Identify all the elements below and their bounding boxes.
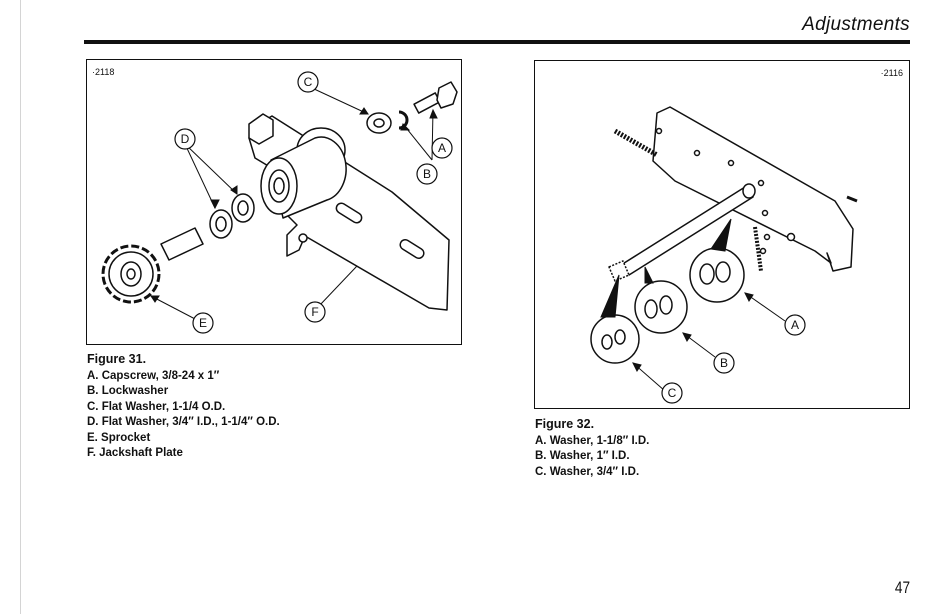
plate-hole [299, 234, 307, 242]
figure-32-drawing: A B C [535, 61, 909, 408]
capscrew-a-head [437, 82, 457, 108]
caption-item: B. Lockwasher [87, 384, 280, 400]
figure-31-drawing: A B C D E F [87, 60, 461, 344]
callout-c: C [304, 75, 313, 89]
callout-e: E [199, 316, 207, 330]
callout-b: B [423, 167, 431, 181]
callout-a: A [438, 141, 446, 155]
figure-32-illustration: ·2116 [534, 60, 910, 409]
caption-item: D. Flat Washer, 3/4″ I.D., 1-1/4″ O.D. [87, 415, 280, 431]
caption-item: A. Washer, 1-1/8″ I.D. [535, 434, 649, 450]
callout-d: D [181, 132, 190, 146]
figure-31-illustration: ·2118 [86, 59, 462, 345]
figure-32-caption: Figure 32. A. Washer, 1-1/8″ I.D. B. Was… [535, 417, 649, 480]
caption-item: A. Capscrew, 3/8-24 x 1″ [87, 369, 280, 385]
caption-item: E. Sprocket [87, 431, 280, 447]
callout-b: B [720, 356, 728, 370]
figure-32-callouts [662, 315, 805, 403]
section-header: Adjustments [802, 14, 910, 36]
capscrew-a-shaft [414, 93, 440, 113]
page-margin-line [20, 0, 21, 614]
figure-31-title: Figure 31. [87, 352, 280, 368]
caption-item: F. Jackshaft Plate [87, 446, 280, 462]
header-rule [84, 40, 910, 44]
shaft-body [161, 228, 203, 260]
callout-a: A [791, 318, 799, 332]
callout-c: C [668, 386, 677, 400]
caption-item: C. Flat Washer, 1-1/4 O.D. [87, 400, 280, 416]
figure-32-title: Figure 32. [535, 417, 649, 433]
caption-item: C. Washer, 3/4″ I.D. [535, 465, 649, 481]
page-number: 47 [895, 578, 910, 598]
figure-31-caption: Figure 31. A. Capscrew, 3/8-24 x 1″ B. L… [87, 352, 280, 462]
caption-item: B. Washer, 1″ I.D. [535, 449, 649, 465]
callout-f: F [311, 305, 318, 319]
